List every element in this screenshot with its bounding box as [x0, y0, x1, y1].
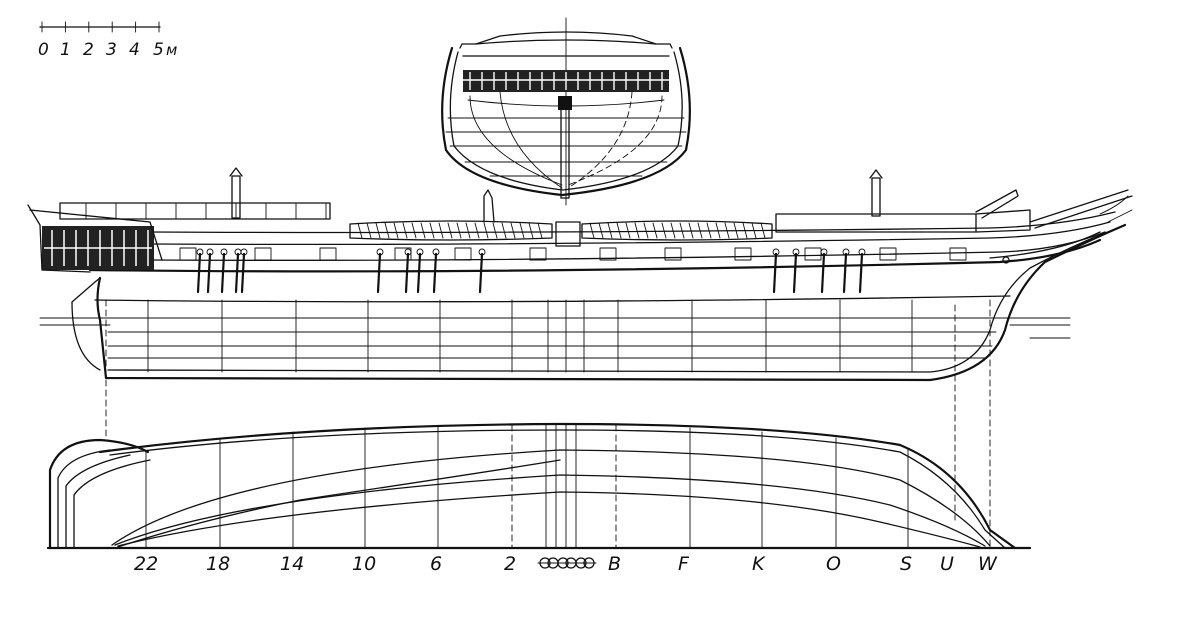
port: [254, 247, 272, 261]
pin-shaft: [792, 252, 798, 294]
port: [879, 247, 897, 261]
boat-rib: [733, 222, 739, 239]
pin-shaft: [858, 252, 864, 294]
boat-rib: [751, 222, 757, 239]
boat-rib: [742, 222, 748, 239]
port: [734, 247, 752, 261]
boat-rib: [616, 222, 622, 239]
pin-shaft: [772, 252, 778, 294]
station-label-6: 6: [430, 553, 442, 575]
port: [529, 247, 547, 261]
port: [599, 247, 617, 261]
scale-bar: 0 1 2 3 4 5 м: [38, 21, 177, 60]
boat-rib: [492, 222, 498, 239]
pin-shaft: [196, 252, 202, 294]
boat-rib: [357, 222, 363, 239]
pin-shaft: [206, 252, 212, 294]
boat-rib: [607, 222, 613, 239]
station-label-14: 14: [280, 553, 304, 575]
boat-rib: [643, 222, 649, 239]
boat-rib: [402, 222, 408, 239]
pin-shaft: [820, 252, 826, 294]
station-label-w: W: [978, 553, 998, 575]
port: [179, 247, 197, 261]
pin-shaft: [234, 252, 240, 294]
station-label-o: O: [826, 553, 841, 575]
half-breadth-plan-view: [46, 422, 1032, 550]
pin-shaft: [478, 252, 484, 294]
sheer-plan-view: [27, 167, 1133, 549]
boat-rib: [706, 222, 712, 239]
pin-shaft: [376, 252, 382, 294]
boat-rib: [670, 222, 676, 239]
boat-rib: [375, 222, 381, 239]
scale-tick-3: 3: [106, 40, 117, 60]
boat-rib: [697, 222, 703, 239]
boat-rib: [501, 222, 507, 239]
boat-rib: [393, 222, 399, 239]
pin-shaft: [220, 252, 226, 294]
boat-rib: [688, 222, 694, 239]
boat-rib: [715, 222, 721, 239]
boat-rib: [465, 222, 471, 239]
boat-rib: [724, 222, 730, 239]
pin-shaft: [416, 252, 422, 294]
pin-shaft: [432, 252, 438, 294]
body-plan-view: [441, 17, 691, 206]
station-label-k: K: [752, 553, 766, 575]
boat-rib: [429, 222, 435, 239]
boat-rib: [537, 222, 543, 239]
boat-rib: [760, 222, 766, 239]
boat-rib: [510, 222, 516, 239]
boat-rib: [384, 222, 390, 239]
boat-rib: [652, 222, 658, 239]
boat-rib: [625, 222, 631, 239]
station-label-2: 2: [504, 553, 516, 575]
station-label-22: 22: [134, 553, 158, 575]
boat-rib: [634, 222, 640, 239]
boat-rib: [528, 222, 534, 239]
boat-rib: [598, 222, 604, 239]
scale-tick-0: 0: [38, 40, 49, 60]
pin-shaft: [240, 252, 246, 294]
boat-rib: [456, 222, 462, 239]
boat-rib: [438, 222, 444, 239]
station-label-u: U: [940, 553, 954, 575]
boat-rib: [483, 222, 489, 239]
station-label-f: F: [678, 553, 690, 575]
midship-symbols: [537, 557, 597, 569]
boat-rib: [366, 222, 372, 239]
port: [394, 247, 412, 261]
boat-rib: [411, 222, 417, 239]
boat-rib: [679, 222, 685, 239]
boat-rib: [420, 222, 426, 239]
port: [949, 247, 967, 261]
pin-shaft: [404, 252, 410, 294]
boat-rib: [447, 222, 453, 239]
scale-tick-5: 5: [153, 40, 164, 60]
station-label-s: S: [900, 553, 912, 575]
scale-tick-1: 1: [60, 40, 71, 60]
station-labels: 22 18 14 10 6 2 B F K O S U W: [134, 553, 998, 575]
port: [804, 247, 822, 261]
scale-unit: м: [166, 41, 177, 59]
scale-tick-2: 2: [83, 40, 94, 60]
scale-tick-4: 4: [129, 40, 140, 60]
boat-rib: [589, 222, 595, 239]
station-label-18: 18: [206, 553, 230, 575]
boat-rib: [474, 222, 480, 239]
boat-rib: [661, 222, 667, 239]
port: [319, 247, 337, 261]
port: [454, 247, 472, 261]
pin-shaft: [842, 252, 848, 294]
boat-rib: [519, 222, 525, 239]
port: [664, 247, 682, 261]
station-label-b: B: [608, 553, 621, 575]
station-label-10: 10: [352, 553, 376, 575]
